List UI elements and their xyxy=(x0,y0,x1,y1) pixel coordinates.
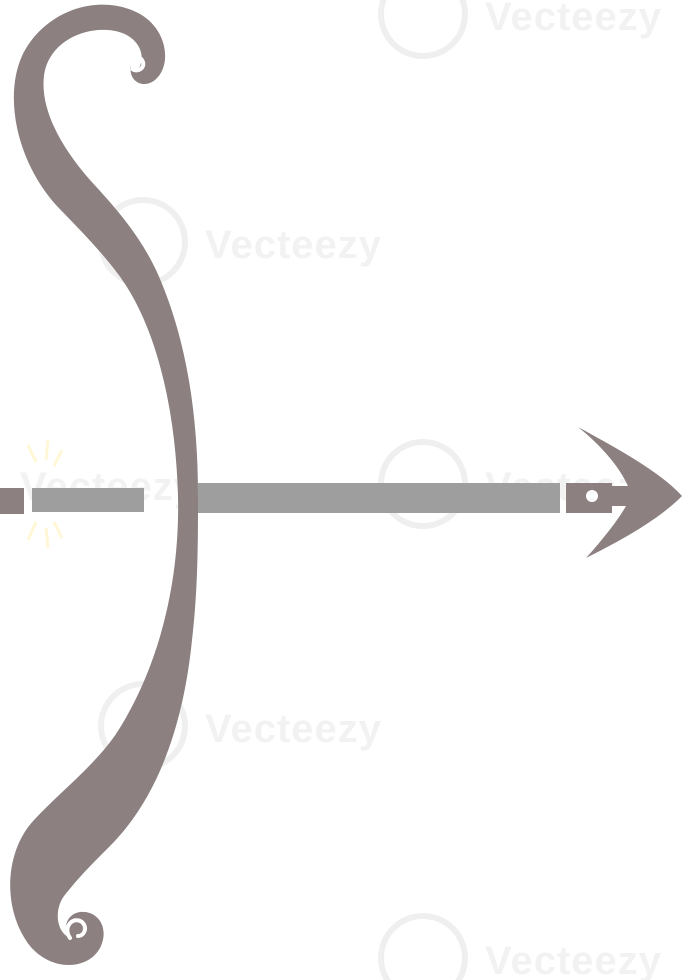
arrowhead xyxy=(578,427,682,558)
watermark-text: Vecteezy xyxy=(205,223,382,267)
watermark-text: Vecteezy xyxy=(485,939,662,980)
bow-limb xyxy=(10,4,198,966)
arrow xyxy=(0,427,682,558)
arrow-socket-rivet xyxy=(584,488,600,504)
watermark-text: Vecteezy xyxy=(205,707,382,751)
bow xyxy=(10,4,198,966)
bow-bottom-curl xyxy=(65,918,87,940)
arrow-nock xyxy=(0,488,24,514)
nock-spark xyxy=(26,439,64,549)
arrow-shaft-front xyxy=(198,483,560,513)
bow-top-curl xyxy=(123,54,146,74)
watermark-text: Vecteezy xyxy=(485,0,662,39)
arrow-shaft-rear xyxy=(32,488,144,512)
